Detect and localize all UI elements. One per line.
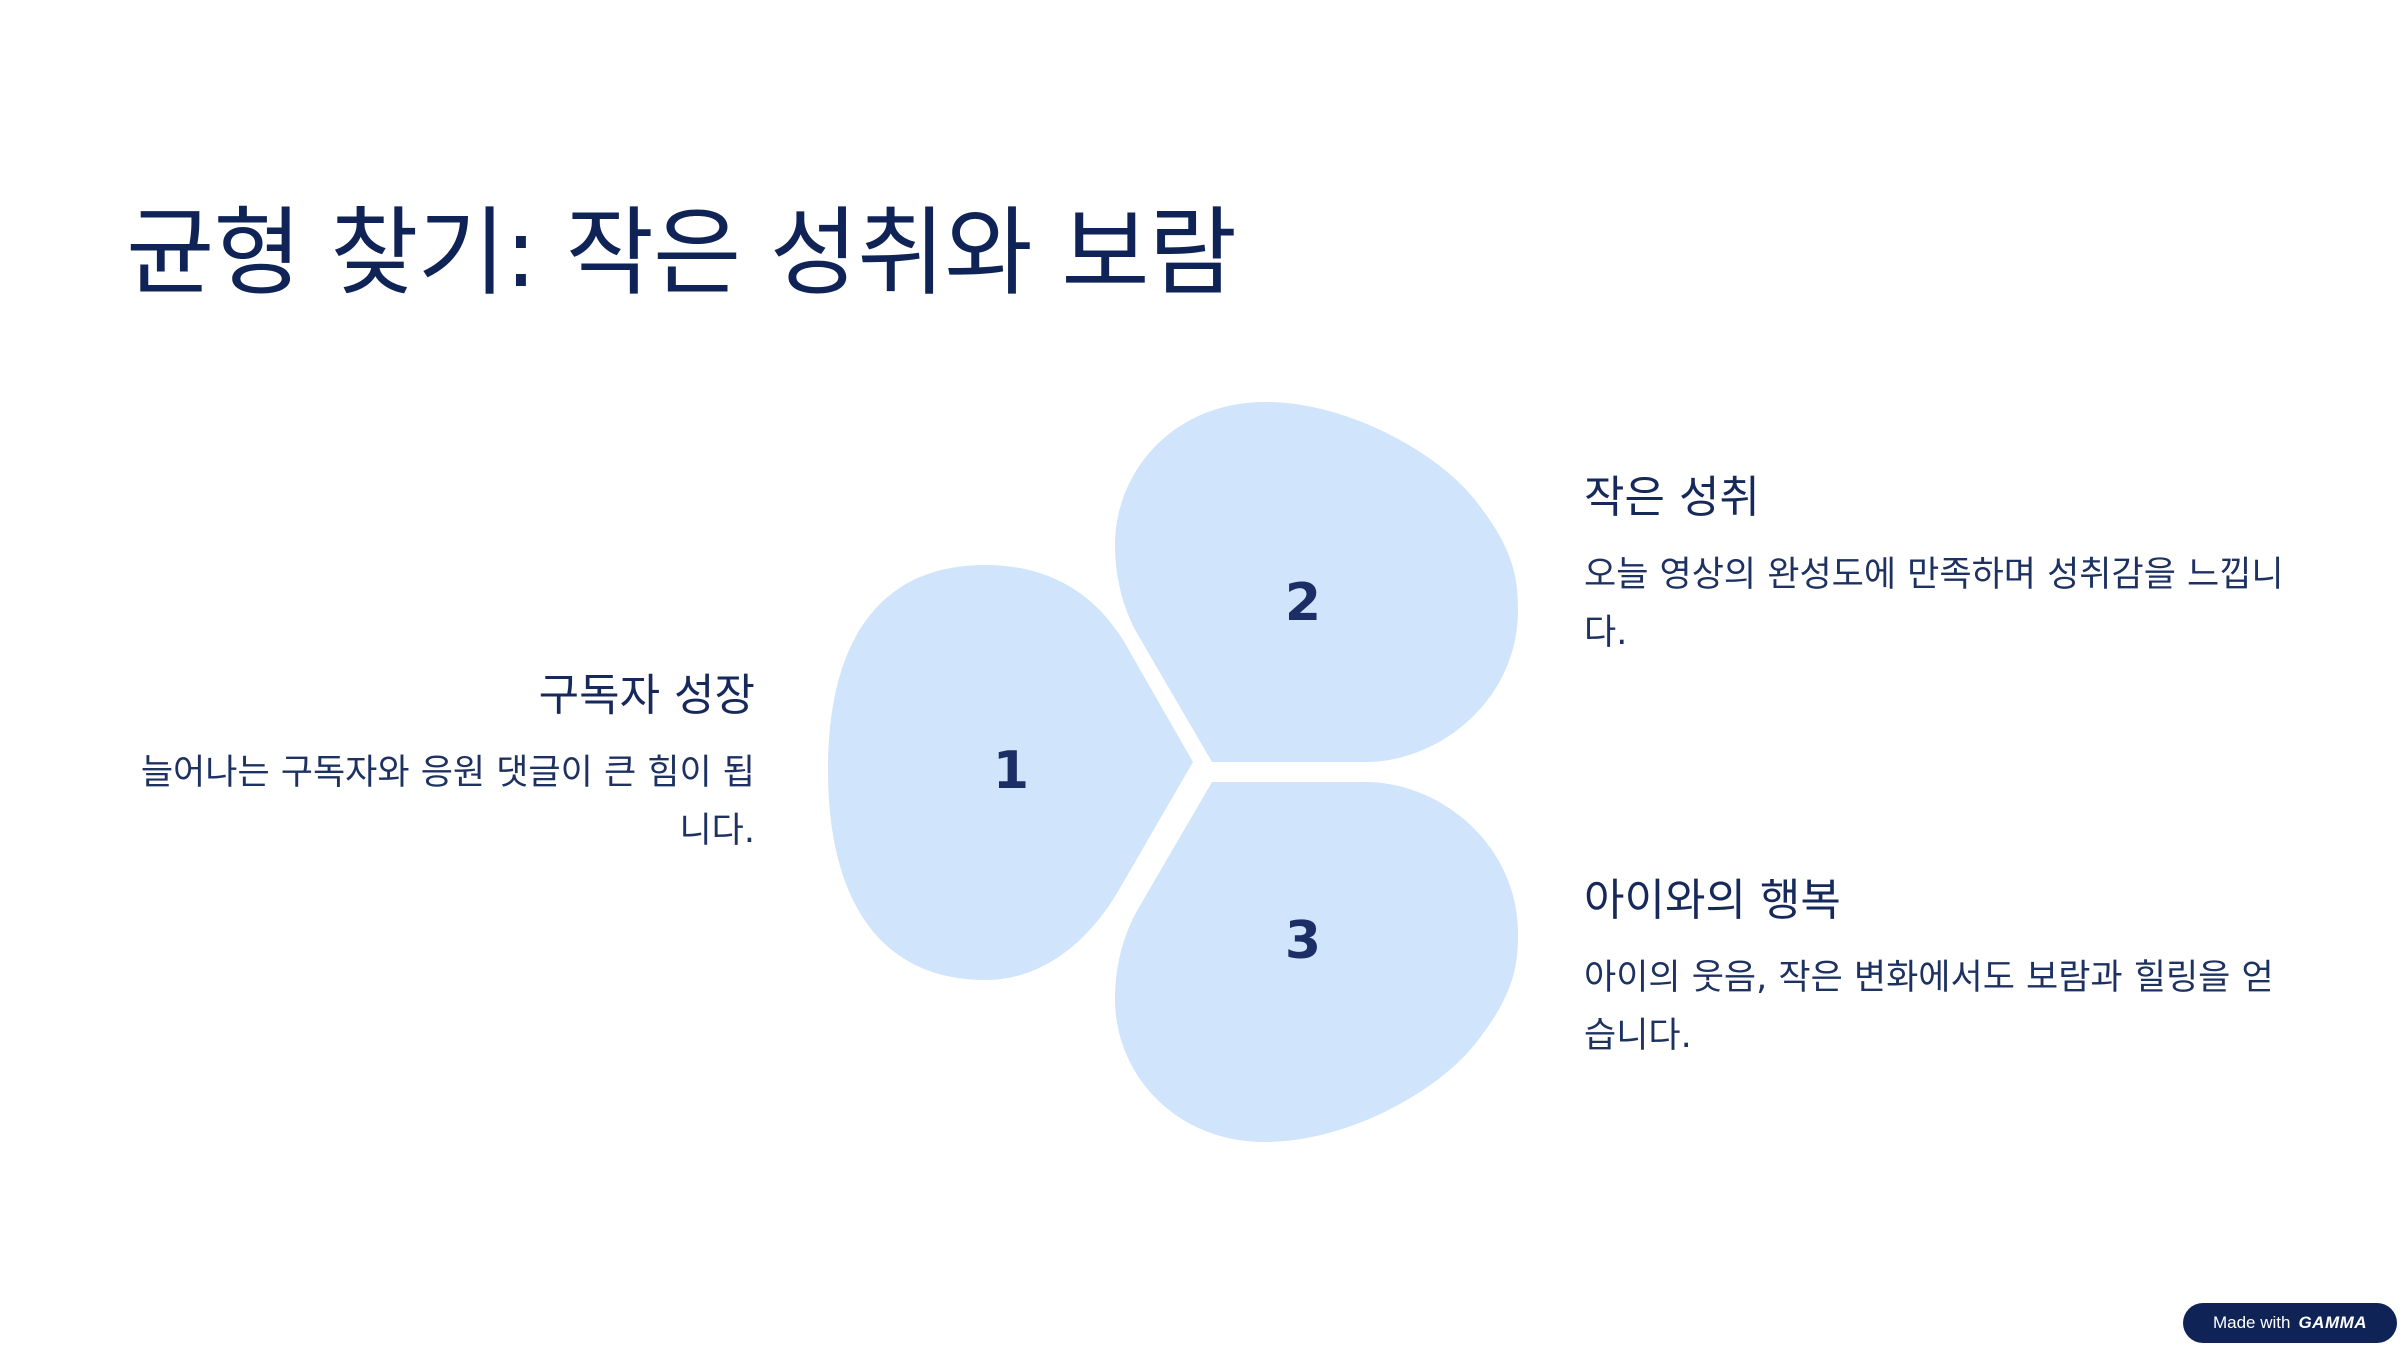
petal-3 <box>1115 782 1518 1142</box>
item-body: 아이의 웃음, 작은 변화에서도 보람과 힐링을 얻습니다. <box>1584 958 2274 1056</box>
item-heading: 아이와의 행복 <box>1584 875 1841 926</box>
item-body: 늘어나는 구독자와 응원 댓글이 큰 힘이 됩니다. <box>140 753 755 851</box>
slide-title: 균형 찾기: 작은 성취와 보람 <box>126 197 1237 309</box>
item-subscriber-growth: 구독자 성장 늘어나는 구독자와 응원 댓글이 큰 힘이 됩니다. <box>130 668 755 861</box>
gamma-logo: GAMMA <box>2298 1313 2368 1332</box>
petal-3-number: 3 <box>1285 911 1321 971</box>
item-heading: 구독자 성장 <box>538 670 755 721</box>
item-heading: 작은 성취 <box>1584 472 1760 523</box>
petal-2 <box>1115 402 1518 762</box>
petal-2-number: 2 <box>1285 573 1321 633</box>
badge-prefix: Made with <box>2212 1313 2291 1332</box>
petal-1-number: 1 <box>993 741 1029 801</box>
item-body: 오늘 영상의 완성도에 만족하며 성취감을 느낍니다. <box>1584 555 2284 653</box>
item-small-achievement: 작은 성취 오늘 영상의 완성도에 만족하며 성취감을 느낍니다. <box>1584 470 2304 663</box>
petal-1 <box>828 565 1193 980</box>
made-with-gamma-badge[interactable]: Made with GAMMA <box>2183 1303 2397 1343</box>
item-happiness-with-child: 아이와의 행복 아이의 웃음, 작은 변화에서도 보람과 힐링을 얻습니다. <box>1584 873 2304 1066</box>
